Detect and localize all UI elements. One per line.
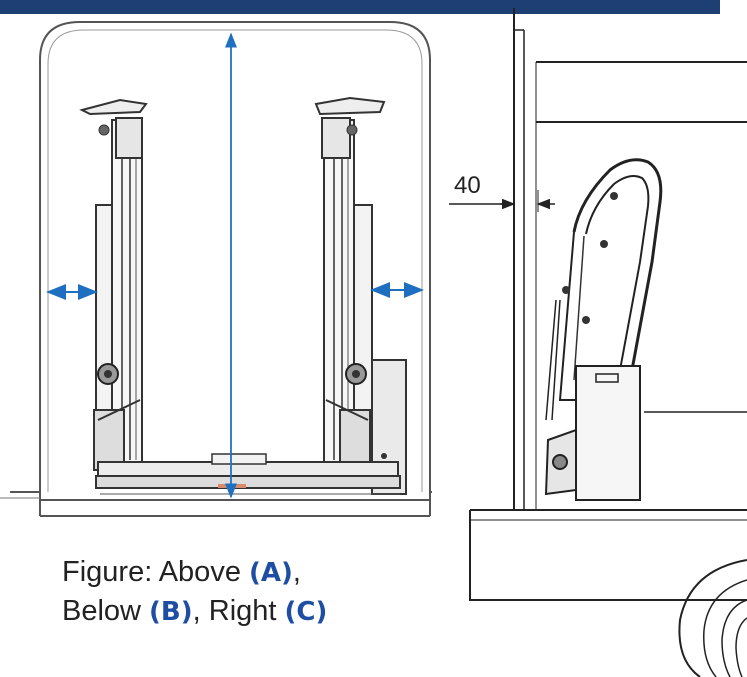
caption-line-1: Figure: Above (A), [62, 553, 402, 592]
figure-caption: Figure: Above (A), Below (B), Right (C) [62, 553, 402, 631]
lift-platform [95, 453, 401, 495]
caption-prefix: Figure: Above [62, 556, 249, 588]
clearance-dimension-label: 40 [454, 172, 481, 199]
left-lift-column [79, 98, 148, 471]
reference-b: (B) [149, 597, 193, 627]
right-lift-column [314, 96, 407, 495]
reference-c: (C) [284, 597, 328, 627]
caption-line-2: Below (B), Right (C) [62, 592, 402, 631]
header-bar [0, 0, 720, 14]
caption-separator-1: , [292, 556, 301, 588]
side-view [449, 8, 747, 677]
rear-view [0, 21, 432, 517]
vehicle-floor [10, 491, 432, 501]
caption-separator-2: , Right [192, 595, 285, 627]
lift-base-box [575, 365, 641, 501]
lift-side-profile [572, 158, 663, 371]
vehicle-door-opening [39, 21, 431, 492]
caption-line2-prefix: Below [62, 595, 150, 627]
vehicle-wheel [678, 559, 747, 677]
reference-a: (A) [249, 558, 293, 588]
